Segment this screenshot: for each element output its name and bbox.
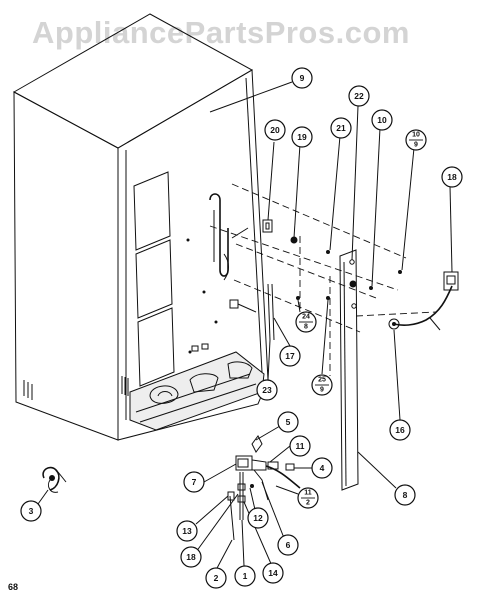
- svg-text:6: 6: [286, 540, 291, 550]
- svg-text:12: 12: [253, 513, 263, 523]
- screw-part-10: [369, 286, 373, 290]
- svg-text:19: 19: [297, 132, 307, 142]
- svg-text:8: 8: [403, 490, 408, 500]
- svg-text:5: 5: [286, 417, 291, 427]
- callout-11: 11: [289, 435, 311, 457]
- screw-part-24: [296, 296, 300, 300]
- screw-part-25: [326, 296, 330, 300]
- svg-text:18: 18: [186, 552, 196, 562]
- svg-text:17: 17: [285, 351, 295, 361]
- svg-text:24: 24: [302, 314, 310, 321]
- callout-6: 6: [277, 534, 299, 556]
- svg-text:7: 7: [192, 477, 197, 487]
- callout-9: 9: [291, 67, 313, 89]
- svg-text:9: 9: [414, 142, 418, 149]
- svg-text:11: 11: [304, 490, 312, 497]
- svg-text:23: 23: [262, 385, 272, 395]
- svg-text:1: 1: [243, 571, 248, 581]
- callout-13: 13: [176, 520, 198, 542]
- svg-text:9: 9: [300, 73, 305, 83]
- callout-16: 16: [389, 419, 411, 441]
- condenser-panel-mid: [135, 239, 173, 319]
- svg-text:2: 2: [214, 573, 219, 583]
- callout-5: 5: [277, 411, 299, 433]
- leader-lines: [37, 81, 453, 571]
- callout-25-9: 25 9: [311, 374, 333, 396]
- callout-10: 10: [371, 109, 393, 131]
- callout-18-top: 18: [441, 166, 463, 188]
- callout-10-9: 10 9: [405, 129, 427, 151]
- callout-18: 18: [180, 546, 202, 568]
- svg-text:16: 16: [395, 425, 405, 435]
- water-valve-assembly: [227, 435, 301, 541]
- callout-21: 21: [330, 117, 352, 139]
- svg-text:13: 13: [182, 526, 192, 536]
- clamp-part: [262, 219, 273, 233]
- svg-text:21: 21: [336, 123, 346, 133]
- alignment-lines: [209, 183, 437, 376]
- svg-text:18: 18: [447, 172, 457, 182]
- svg-text:9: 9: [320, 387, 324, 394]
- svg-text:8: 8: [304, 324, 308, 331]
- rear-panel-part: [339, 249, 359, 491]
- svg-text:11: 11: [296, 441, 305, 451]
- callout-24-8: 24 8: [295, 311, 317, 333]
- rear-vent: [121, 376, 129, 396]
- svg-text:10: 10: [377, 115, 387, 125]
- callout-20: 20: [264, 119, 286, 141]
- valve-harness-part: [388, 271, 459, 331]
- svg-text:10: 10: [412, 132, 420, 139]
- callout-8: 8: [394, 484, 416, 506]
- svg-text:3: 3: [29, 506, 34, 516]
- svg-text:25: 25: [318, 377, 326, 384]
- svg-text:2: 2: [306, 500, 310, 507]
- callout-22: 22: [348, 85, 370, 107]
- page-number: 68: [8, 582, 18, 592]
- callout-14: 14: [262, 562, 284, 584]
- condenser-panel-top: [133, 171, 171, 251]
- callout-7: 7: [183, 471, 205, 493]
- screw-part-10-9: [398, 270, 402, 274]
- callout-4: 4: [311, 457, 333, 479]
- svg-text:4: 4: [320, 463, 325, 473]
- condenser-panel-bottom: [137, 307, 175, 387]
- svg-text:20: 20: [270, 125, 280, 135]
- callout-2: 2: [205, 567, 227, 589]
- drain-fitting-part: [42, 466, 67, 493]
- callout-17: 17: [279, 345, 301, 367]
- svg-text:22: 22: [354, 91, 364, 101]
- side-vent: [23, 380, 33, 400]
- callout-23: 23: [256, 379, 278, 401]
- callout-1: 1: [234, 565, 256, 587]
- callout-12: 12: [247, 507, 269, 529]
- refrigerator-cabinet: [12, 13, 269, 441]
- grommet-part: [290, 236, 298, 244]
- callout-11-2: 11 2: [297, 487, 319, 509]
- screw-part-21: [326, 250, 330, 254]
- callout-19: 19: [291, 126, 313, 148]
- water-tube-loop: [209, 193, 229, 277]
- callout-3: 3: [20, 500, 42, 522]
- watermark-text: AppliancePartsPros.com: [32, 15, 410, 50]
- svg-text:14: 14: [268, 568, 278, 578]
